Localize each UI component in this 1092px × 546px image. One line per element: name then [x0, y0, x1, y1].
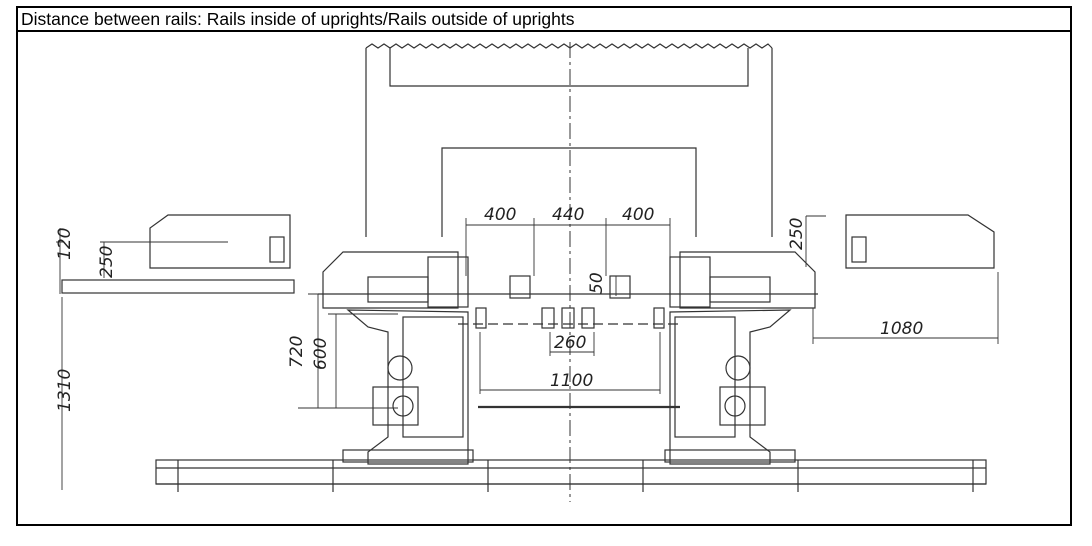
dim-400-left: 400 [484, 205, 516, 225]
dim-600: 600 [311, 338, 331, 370]
dim-50: 50 [587, 272, 607, 294]
upper-block-left [509, 275, 531, 299]
dim-440: 440 [552, 205, 584, 225]
left-upright-body [346, 309, 469, 465]
right-gearbox [669, 256, 711, 308]
right-column [674, 316, 736, 438]
dim-250-left: 250 [97, 246, 117, 278]
dim-400-right: 400 [622, 205, 654, 225]
dim-120: 120 [55, 228, 75, 260]
drawing-frame: Distance between rails: Rails inside of … [16, 6, 1072, 526]
page-title: Distance between rails: Rails inside of … [21, 9, 575, 29]
right-carriage-top [679, 251, 816, 309]
roller-block-center-2 [561, 307, 575, 329]
technical-drawing: 400 440 400 50 250 120 250 720 600 1310 … [55, 42, 999, 502]
dim-1310: 1310 [55, 369, 75, 412]
dim-720: 720 [287, 336, 307, 368]
roller-block-center-3 [581, 307, 595, 329]
mid-beam-outline [441, 147, 697, 237]
header-bar: Distance between rails: Rails inside of … [18, 8, 1070, 32]
roller-block-right-outer [653, 307, 665, 329]
roller-block-center-1 [541, 307, 555, 329]
left-base-plate [342, 449, 474, 463]
left-motor [367, 276, 429, 303]
dim-260: 260 [554, 333, 586, 353]
upper-block-right [609, 275, 631, 299]
right-motor [709, 276, 771, 303]
right-rail-profile [845, 214, 995, 269]
left-rail-clip [269, 236, 285, 263]
top-break-zigzag [365, 43, 773, 49]
right-base-plate [664, 449, 796, 463]
base-track [155, 459, 987, 485]
left-rail-profile [149, 214, 291, 269]
left-wheel-upper [387, 355, 413, 381]
dim-1080: 1080 [880, 319, 923, 339]
roller-block-left-outer [475, 307, 487, 329]
dim-250-right: 250 [787, 218, 807, 250]
base-track-ties [177, 460, 974, 492]
left-wheel-lower [392, 395, 414, 417]
left-gearbox [427, 256, 469, 308]
right-rail-clip [851, 236, 867, 263]
left-drive-motor [372, 386, 419, 426]
right-wheel-upper [725, 355, 751, 381]
left-carriage-top [322, 251, 459, 309]
right-upright-body [669, 309, 792, 465]
right-drive-motor [719, 386, 766, 426]
right-wheel-lower [724, 395, 746, 417]
left-floor-rail [61, 279, 295, 294]
top-inner-bracket [389, 48, 749, 87]
dim-1100: 1100 [550, 371, 593, 391]
left-column [402, 316, 464, 438]
